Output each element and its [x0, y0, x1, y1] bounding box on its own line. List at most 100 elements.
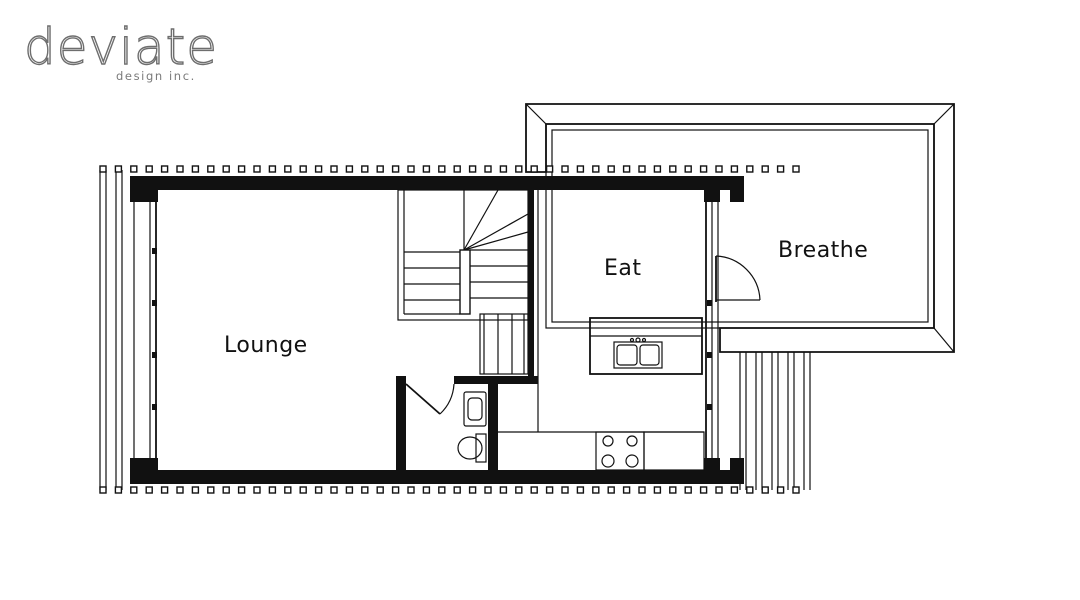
perimeter-post	[330, 165, 338, 173]
perimeter-post	[176, 165, 184, 173]
perimeter-post	[638, 165, 646, 173]
perimeter-post	[284, 486, 292, 494]
perimeter-post	[253, 165, 261, 173]
perimeter-post	[114, 165, 123, 173]
bathroom-fixtures	[457, 391, 487, 463]
perimeter-post	[207, 486, 215, 494]
perimeter-post	[237, 165, 246, 173]
perimeter-post	[746, 165, 754, 173]
perimeter-post	[622, 165, 631, 173]
perimeter-post	[191, 486, 200, 494]
perimeter-post	[468, 486, 477, 494]
perimeter-post	[299, 165, 307, 173]
perimeter-post	[314, 486, 323, 494]
perimeter-post	[607, 486, 615, 494]
perimeter-post	[530, 486, 538, 494]
perimeter-post	[699, 486, 708, 494]
deck-slats	[739, 352, 811, 490]
perimeter-post	[499, 486, 508, 494]
perimeter-post	[268, 486, 277, 494]
perimeter-post	[253, 486, 261, 494]
perimeter-post	[130, 486, 138, 494]
perimeter-post	[515, 486, 523, 494]
perimeter-post	[730, 486, 739, 494]
room-label-lounge: Lounge	[224, 333, 308, 358]
interior-walls	[396, 190, 761, 476]
perimeter-post	[592, 486, 600, 494]
perimeter-post	[561, 165, 569, 173]
perimeter-post	[453, 486, 461, 494]
perimeter-post	[376, 165, 384, 173]
staircase	[397, 189, 529, 375]
perimeter-post	[376, 486, 384, 494]
logo-wordmark: deviate	[24, 18, 218, 76]
perimeter-post	[699, 165, 708, 173]
perimeter-post	[330, 486, 338, 494]
perimeter-post	[422, 165, 431, 173]
perimeter-post	[622, 486, 631, 494]
perimeter-post	[792, 486, 800, 494]
perimeter-post	[684, 486, 692, 494]
perimeter-post	[653, 486, 662, 494]
perimeter-post	[468, 165, 477, 173]
perimeter-post	[237, 486, 246, 494]
exterior-walls	[130, 176, 744, 484]
perimeter-post	[715, 486, 723, 494]
company-logo: deviate design inc.	[23, 17, 218, 83]
perimeter-post	[576, 165, 585, 173]
bath-sink	[463, 391, 487, 427]
perimeter-post	[669, 486, 677, 494]
perimeter-post	[160, 165, 169, 173]
perimeter-post	[268, 165, 277, 173]
perimeter-post	[284, 165, 292, 173]
perimeter-post	[145, 165, 153, 173]
perimeter-post	[191, 165, 200, 173]
room-label-eat: Eat	[604, 256, 642, 281]
perimeter-post	[391, 165, 400, 173]
kitchen-sink	[613, 341, 663, 369]
perimeter-post	[222, 165, 230, 173]
perimeter-post	[314, 165, 323, 173]
perimeter-post	[515, 165, 523, 173]
perimeter-post	[653, 165, 662, 173]
perimeter-post	[422, 486, 431, 494]
room-label-breathe: Breathe	[778, 238, 868, 263]
toilet-bowl	[457, 436, 483, 460]
perimeter-post	[361, 165, 369, 173]
perimeter-post	[407, 486, 415, 494]
kitchen-island	[589, 317, 703, 375]
perimeter-post	[484, 165, 492, 173]
perimeter-post	[438, 165, 446, 173]
top-dot-row	[99, 165, 800, 173]
perimeter-post	[453, 165, 461, 173]
perimeter-post	[499, 165, 508, 173]
perimeter-post	[345, 165, 354, 173]
perimeter-post	[438, 486, 446, 494]
left-louvers	[99, 170, 123, 490]
perimeter-post	[99, 165, 107, 173]
perimeter-post	[792, 165, 800, 173]
perimeter-post	[761, 165, 769, 173]
perimeter-post	[561, 486, 569, 494]
perimeter-post	[145, 486, 153, 494]
logo-tagline: design inc.	[116, 69, 196, 83]
perimeter-post	[299, 486, 307, 494]
perimeter-post	[776, 165, 785, 173]
perimeter-post	[715, 165, 723, 173]
perimeter-post	[669, 165, 677, 173]
perimeter-post	[361, 486, 369, 494]
perimeter-post	[592, 165, 600, 173]
toilet-tank	[475, 433, 487, 463]
perimeter-post	[407, 165, 415, 173]
bottom-dot-row	[99, 486, 800, 494]
perimeter-post	[576, 486, 585, 494]
perimeter-post	[99, 486, 107, 494]
perimeter-post	[160, 486, 169, 494]
perimeter-post	[130, 165, 138, 173]
perimeter-post	[114, 486, 123, 494]
deck-frame	[525, 103, 955, 353]
perimeter-post	[746, 486, 754, 494]
perimeter-post	[176, 486, 184, 494]
cooktop	[595, 431, 705, 471]
